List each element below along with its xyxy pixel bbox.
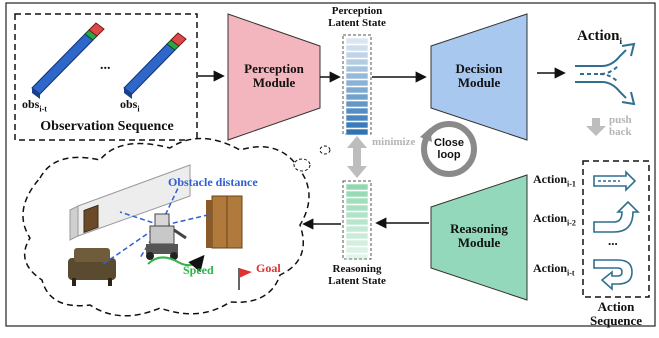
- action-seq-item-1: Actioni-1: [533, 172, 576, 189]
- action-seq-item-1-sub: i-1: [567, 179, 576, 189]
- reasoning-latent-cell: [345, 211, 369, 219]
- reasoning-latent-cell: [345, 183, 369, 191]
- reasoning-latent-line1: Reasoning: [332, 263, 382, 275]
- action-seq-item-3-sub: i-t: [567, 268, 575, 278]
- decision-module-line1: Decision: [455, 61, 503, 76]
- perception-latent-line2: Latent State: [328, 17, 386, 30]
- reasoning-latent-cell: [345, 225, 369, 233]
- perception-latent-cell: [345, 107, 369, 115]
- perception-latent-line1: Perception: [331, 5, 383, 17]
- speed-label: Speed: [183, 263, 214, 277]
- observation-bar-right: [123, 32, 187, 99]
- perception-latent-cell: [345, 86, 369, 94]
- action-sequence-caption-line2: Sequence: [590, 313, 642, 329]
- minimize-arrow: [347, 136, 367, 178]
- action-uturn-icon: [593, 259, 633, 291]
- reasoning-latent-cell: [345, 204, 369, 212]
- action-seq-item-2: Actioni-2: [533, 211, 576, 228]
- push-back-arrow: [586, 118, 606, 136]
- outer-frame: [5, 2, 656, 327]
- perception-latent-cell: [345, 44, 369, 52]
- reasoning-latent-cell: [345, 218, 369, 226]
- action-sequence-caption-line1: Action: [597, 299, 635, 314]
- push-back-line2: back: [609, 126, 632, 139]
- push-back-line1: push: [609, 114, 632, 126]
- action-seq-item-1-base: Action: [533, 172, 567, 186]
- obs-ellipsis: ...: [100, 58, 111, 73]
- obs-right-label: obsi: [120, 97, 140, 114]
- perception-latent-cell: [345, 79, 369, 87]
- close-loop-line1: Close: [434, 137, 464, 149]
- goal-flag-icon: [238, 268, 252, 290]
- action-seq-item-2-sub: i-2: [567, 218, 576, 228]
- reasoning-module-shape: [430, 174, 528, 301]
- thought-bubble-small: [319, 145, 331, 155]
- action-label: Actioni: [577, 28, 622, 47]
- reasoning-latent-cell: [345, 246, 369, 254]
- obs-left-sub: i-t: [39, 104, 47, 114]
- reasoning-latent-cell: [345, 253, 369, 261]
- action-seq-item-3: Actioni-t: [533, 261, 575, 278]
- reasoning-latent-line2: Latent State: [328, 275, 386, 288]
- wall-obstacle: [69, 164, 191, 241]
- obs-left-label: obsi-t: [22, 97, 47, 114]
- reasoning-latent-cell: [345, 239, 369, 247]
- decision-module-line2: Module: [457, 75, 501, 91]
- reasoning-latent-cells: [345, 183, 369, 261]
- perception-latent-cell: [345, 114, 369, 122]
- perception-module-line1: Perception: [244, 61, 304, 76]
- perception-latent-cells: [345, 37, 369, 136]
- perception-latent-cell: [345, 72, 369, 80]
- action-seq-item-3-base: Action: [533, 261, 567, 275]
- action-straight-icon: [593, 170, 637, 192]
- perception-latent-cell: [345, 58, 369, 66]
- action-base: Action: [577, 28, 620, 44]
- action-seq-item-2-base: Action: [533, 211, 567, 225]
- perception-latent-cell: [345, 121, 369, 129]
- speed-arrow: [147, 254, 205, 273]
- cabinet: [206, 195, 243, 249]
- perception-module-line2: Module: [252, 75, 296, 91]
- robot: [146, 213, 187, 260]
- perception-latent-cell: [345, 128, 369, 136]
- reasoning-module-line1: Reasoning: [450, 221, 508, 236]
- goal-label: Goal: [256, 261, 281, 275]
- minimize-label: minimize: [372, 136, 416, 148]
- observation-bar-left: [31, 22, 105, 99]
- perception-latent-cell: [345, 100, 369, 108]
- perception-latent-cell: [345, 51, 369, 59]
- reasoning-latent-cell: [345, 232, 369, 240]
- action-turn-icon: [593, 200, 640, 233]
- close-loop-icon: [420, 121, 477, 177]
- obs-right-sub: i: [137, 104, 140, 114]
- perception-module-shape: [227, 13, 321, 141]
- action-seq-ellipsis: ...: [608, 233, 618, 248]
- decision-module-shape: [430, 13, 528, 141]
- obstacle-distance-label: Obstacle distance: [168, 175, 258, 189]
- obs-right-base: obs: [120, 97, 138, 111]
- observation-sequence-caption: Observation Sequence: [40, 119, 174, 134]
- close-loop-line2: loop: [437, 149, 461, 162]
- reasoning-module-line2: Module: [457, 235, 501, 251]
- perception-latent-cell: [345, 37, 369, 45]
- action-fork-icon: [575, 42, 636, 106]
- thought-bubble-large: [293, 158, 311, 172]
- reasoning-latent-cell: [345, 197, 369, 205]
- action-sub: i: [619, 36, 623, 46]
- reasoning-latent-cell: [345, 190, 369, 198]
- perception-latent-cell: [345, 93, 369, 101]
- reasoning-latent-frame: [342, 180, 372, 260]
- obs-left-base: obs: [22, 97, 40, 111]
- perception-latent-cell: [345, 65, 369, 73]
